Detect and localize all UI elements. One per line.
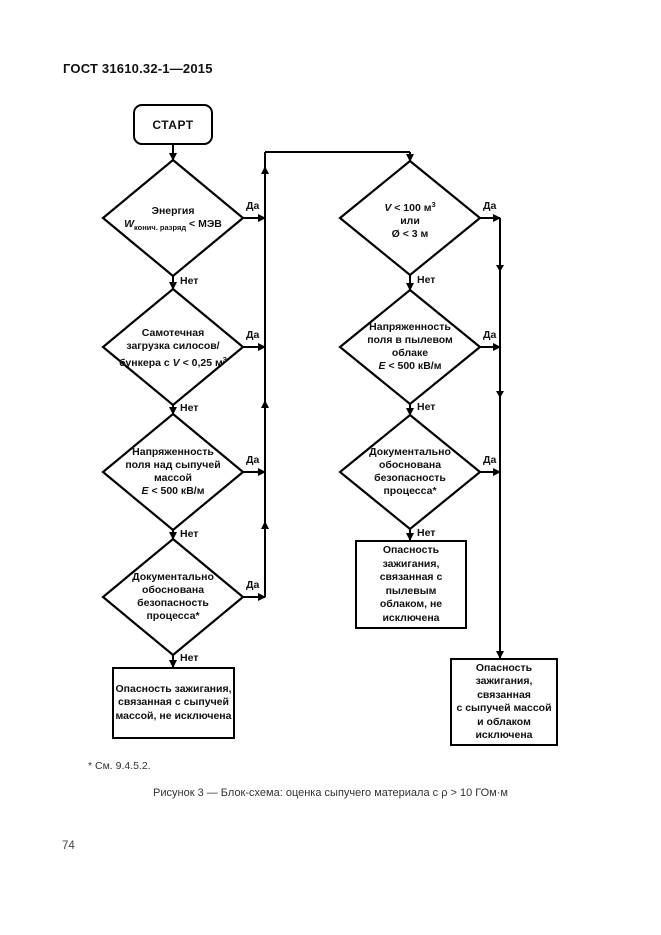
outcome-line: Опасность зажигания, [115,682,232,695]
yes-label: Да [483,329,497,341]
outcome-line: и облаком [477,715,531,728]
page-header: ГОСТ 31610.32-1—2015 [63,61,213,76]
outcome-line: связанная с пылевым [379,571,443,597]
yes-label: Да [246,329,260,341]
outcome-line: массой, не исключена [115,709,232,722]
no-label: Нет [180,275,199,287]
page-number: 74 [62,840,75,852]
decision-line: облаке [391,347,429,359]
decision-field-bulk: Напряженность поля над сыпучей массой E … [103,446,243,498]
outcome-cloud-hazard-box: Опасность зажигания, связанная с пылевым… [355,540,467,629]
decision-line: Wконич. разряд < МЭВ [124,218,222,232]
decision-line: Ø < 3 м [391,228,429,240]
outcome-line: с сыпучей массой [456,702,552,714]
figure-caption: Рисунок 3 — Блок-схема: оценка сыпучего … [153,787,508,799]
decision-line: Самотечная [141,327,205,339]
decision-gravity-loading: Самотечная загрузка силосов/ бункера с V… [103,327,243,370]
decision-line: Энергия [151,205,195,217]
decision-line: бункера с V < 0,25 м3 [119,355,227,369]
decision-line: V < 100 м3 [384,200,436,214]
decision-line: или [400,215,420,227]
decision-line: массой [153,472,193,484]
decision-line: Напряженность [369,321,451,333]
decision-line: поля над сыпучей [125,459,221,471]
outcome-line: Опасность зажигания, [475,661,533,688]
decision-line: обоснована [141,584,205,596]
no-label: Нет [180,528,199,540]
decision-line: Документально [369,446,451,458]
outcome-excluded-box: Опасность зажигания, связанная с сыпучей… [450,658,558,746]
decision-line: E < 500 кВ/м [378,360,442,372]
start-node: СТАРТ [133,104,213,145]
outcome-line: облаком, не исключена [379,598,443,624]
decision-line: поля в пылевом [367,334,453,346]
decision-energy: Энергия Wконич. разряд < МЭВ [103,205,243,234]
no-label: Нет [417,274,436,286]
yes-label: Да [483,454,497,466]
no-label: Нет [417,401,436,413]
outcome-line: Опасность зажигания, [382,544,440,570]
outcome-bulk-hazard-box: Опасность зажигания, связанная с сыпучей… [112,667,235,739]
decision-volume: V < 100 м3 или Ø < 3 м [340,198,480,241]
yes-label: Да [246,454,260,466]
decision-line: обоснована [378,459,442,471]
decision-line: E < 500 кВ/м [141,485,205,497]
outcome-line: связанная [477,688,531,701]
yes-label: Да [483,200,497,212]
outcome-line: исключена [475,729,533,741]
footnote: * См. 9.4.5.2. [88,760,151,772]
decision-line: безопасность [137,597,209,609]
decision-line: загрузка силосов/ [126,340,220,352]
decision-line: Документально [132,571,214,583]
outcome-line: связанная с сыпучей [118,696,229,709]
yes-label: Да [246,579,260,591]
decision-documented-safety-right: Документально обоснована безопасность пр… [340,446,480,498]
decision-line: безопасность [374,472,446,484]
decision-line: процесса* [146,610,200,622]
decision-line: процесса* [383,485,437,497]
yes-label: Да [246,200,260,212]
no-label: Нет [180,652,199,664]
decision-field-cloud: Напряженность поля в пылевом облаке E < … [340,321,480,373]
decision-line: Напряженность [132,446,214,458]
start-label: СТАРТ [152,117,194,132]
no-label: Нет [417,527,436,539]
no-label: Нет [180,402,199,414]
decision-documented-safety-left: Документально обоснована безопасность пр… [103,571,243,623]
